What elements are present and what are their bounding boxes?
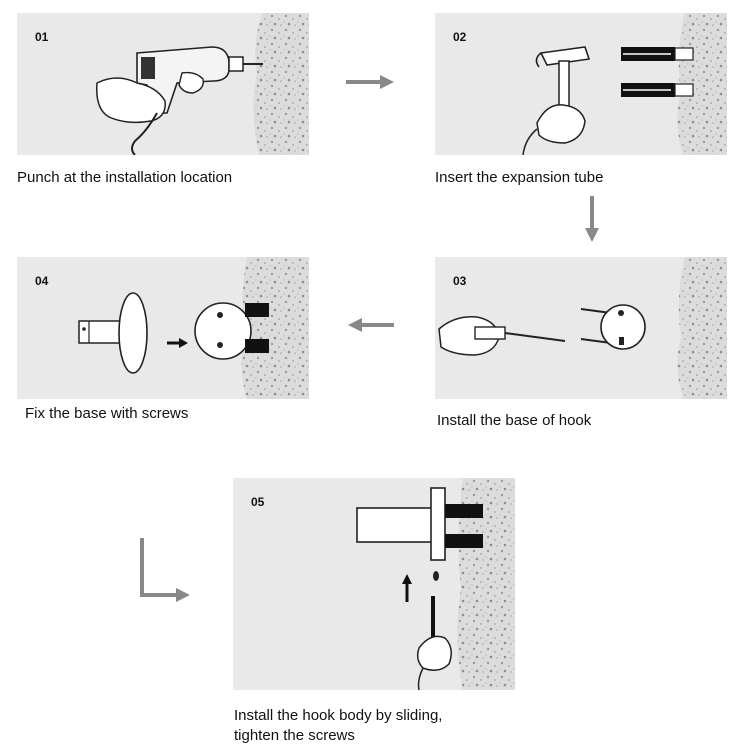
drill-illustration [96, 13, 309, 155]
step-01-caption: Punch at the installation location [17, 169, 233, 186]
step-03-number: 03 [453, 274, 467, 288]
step-01-number: 01 [35, 30, 49, 44]
step-03-panel: 03 [435, 257, 727, 399]
step-02-panel: 02 [435, 13, 727, 155]
step-01-panel: 01 [17, 13, 309, 155]
step-05-caption-line-1: Install the hook body by sliding, [234, 707, 443, 724]
step-04-caption: Fix the base with screws [25, 405, 189, 422]
screwdriver-illustration [438, 257, 727, 399]
arrow-down-icon [585, 196, 599, 242]
arrow-left-icon [348, 318, 394, 332]
base-fix-illustration [78, 257, 309, 399]
arrow-right-icon [346, 75, 394, 89]
step-02-number: 02 [453, 30, 467, 44]
arrow-turn-right-icon [140, 538, 190, 602]
step-05-panel: 05 [233, 478, 515, 690]
step-04-panel: 04 [17, 257, 309, 399]
step-02-caption: Insert the expansion tube [435, 169, 604, 186]
step-04-number: 04 [35, 274, 49, 288]
hammer-illustration [522, 13, 727, 155]
step-03-caption: Install the base of hook [437, 412, 592, 429]
step-05-caption-line-2: tighten the screws [234, 727, 355, 744]
step-05-number: 05 [251, 495, 265, 509]
slide-hook-illustration [356, 478, 515, 690]
